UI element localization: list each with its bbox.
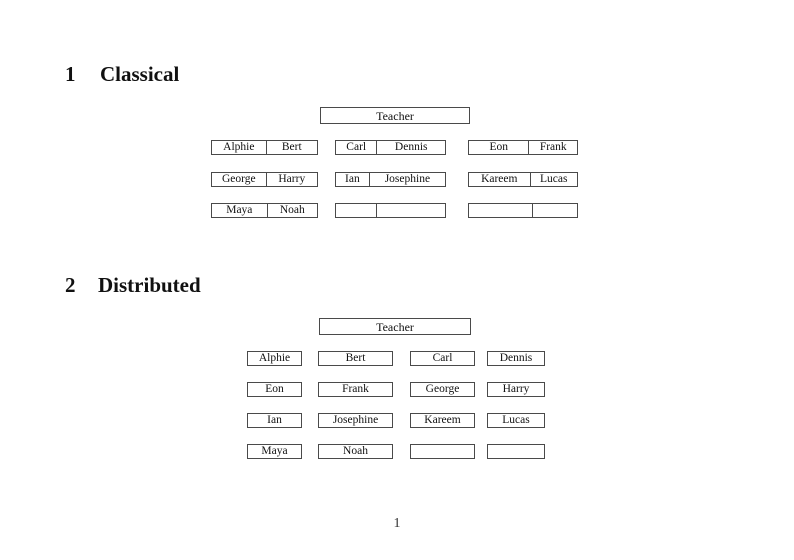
desk-carl-dennis: Carl Dennis — [335, 140, 446, 155]
desk-empty-1 — [335, 203, 446, 218]
desk-cell — [469, 204, 533, 217]
seat-alphie: Alphie — [247, 351, 302, 366]
section-number: 1 — [65, 62, 76, 86]
seat-dennis: Dennis — [487, 351, 545, 366]
desk-cell: Josephine — [384, 173, 431, 185]
seat-harry: Harry — [487, 382, 545, 397]
desk-cell: Ian — [336, 173, 370, 186]
seat-eon: Eon — [247, 382, 302, 397]
desk-cell: Alphie — [212, 141, 267, 154]
seat-empty-1 — [410, 444, 475, 459]
section-title: Distributed — [98, 273, 201, 297]
desk-george-harry: George Harry — [211, 172, 318, 187]
seat-josephine: Josephine — [318, 413, 393, 428]
seat-lucas: Lucas — [487, 413, 545, 428]
seat-george: George — [410, 382, 475, 397]
desk-cell — [377, 204, 445, 217]
desk-empty-2 — [468, 203, 578, 218]
desk-alphie-bert: Alphie Bert — [211, 140, 318, 155]
desk-cell: Lucas — [540, 173, 568, 185]
seat-maya: Maya — [247, 444, 302, 459]
desk-kareem-lucas: Kareem Lucas — [468, 172, 578, 187]
desk-cell: Eon — [469, 141, 530, 154]
desk-cell: Noah — [279, 204, 305, 216]
desk-maya-noah: Maya Noah — [211, 203, 318, 218]
desk-cell: Kareem — [469, 173, 531, 186]
desk-ian-josephine: Ian Josephine — [335, 172, 446, 187]
seat-bert: Bert — [318, 351, 393, 366]
seat-frank: Frank — [318, 382, 393, 397]
desk-cell: George — [212, 173, 267, 186]
desk-eon-frank: Eon Frank — [468, 140, 578, 155]
desk-cell: Frank — [539, 141, 567, 153]
section-title: Classical — [100, 62, 180, 86]
seat-kareem: Kareem — [410, 413, 475, 428]
section-number: 2 — [65, 273, 76, 297]
seat-empty-2 — [487, 444, 545, 459]
desk-cell: Carl — [336, 141, 378, 154]
desk-cell — [533, 204, 577, 217]
classical-teacher-box: Teacher — [320, 107, 470, 124]
desk-cell: Bert — [281, 141, 302, 153]
distributed-teacher-box: Teacher — [319, 318, 471, 335]
desk-cell: Harry — [278, 173, 306, 185]
section-heading-distributed: 2 Distributed — [65, 273, 201, 297]
desk-cell: Dennis — [394, 141, 428, 153]
desk-cell — [336, 204, 378, 217]
page-number: 1 — [393, 516, 401, 531]
desk-cell: Maya — [212, 204, 268, 217]
seat-carl: Carl — [410, 351, 475, 366]
seat-noah: Noah — [318, 444, 393, 459]
section-heading-classical: 1 Classical — [65, 62, 179, 86]
seat-ian: Ian — [247, 413, 302, 428]
